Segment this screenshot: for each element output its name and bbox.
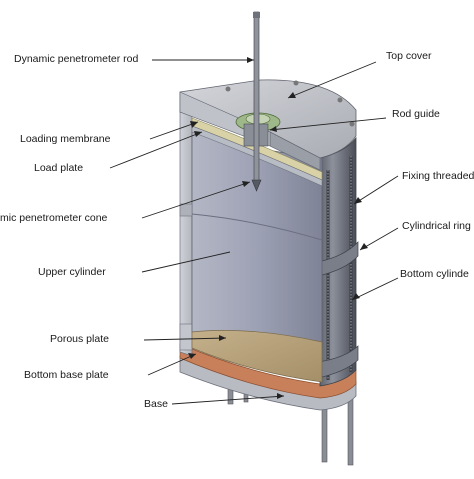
leader-rod-guide	[269, 117, 387, 131]
fixing-threaded-rods	[326, 156, 353, 380]
porous-plate	[191, 330, 323, 383]
ring-joint	[191, 213, 323, 241]
leader-base	[171, 395, 285, 405]
arrow-porous	[219, 335, 226, 341]
arrowheads	[188, 57, 368, 399]
leader-upper-cylinder	[141, 251, 231, 273]
label-bottom-cylinder: Bottom cylinde	[400, 268, 469, 280]
arrow-rod-guide	[270, 126, 277, 132]
arrow-base	[277, 393, 284, 399]
label-penetrometer-rod: Dynamic penetrometer rod	[14, 53, 139, 65]
ring-joint-cut	[179, 203, 193, 217]
leader-top-cover	[287, 61, 377, 99]
arrow-rod	[247, 57, 254, 63]
leader-porous	[143, 337, 227, 341]
label-porous-plate: Porous plate	[50, 333, 109, 345]
leader-bottom-base	[147, 353, 197, 376]
leader-cone	[141, 181, 251, 219]
cover-bolt	[225, 86, 231, 92]
arrow-load-plate	[194, 131, 202, 137]
label-fixing-threaded: Fixing threaded	[402, 170, 474, 182]
leader-fixing-threaded	[353, 175, 399, 205]
cover-bolt	[293, 80, 299, 86]
arrow-top-cover	[288, 92, 296, 98]
penetrometer-rod	[253, 11, 260, 183]
label-load-plate: Load plate	[34, 162, 84, 174]
label-top-cover: Top cover	[386, 50, 432, 62]
cylindrical-rings	[317, 241, 359, 379]
label-rod-guide: Rod guide	[392, 108, 440, 120]
lower-cut-face	[179, 323, 193, 351]
cover-bolt	[337, 97, 343, 103]
label-cylindrical-ring: Cylindrical ring	[402, 220, 471, 232]
cover-bolt	[349, 121, 355, 127]
upper-cylinder-cut-face	[179, 109, 193, 357]
arrow-cyl-ring	[360, 243, 368, 250]
arrow-fixing-threaded	[354, 197, 362, 204]
label-upper-cylinder: Upper cylinder	[38, 266, 106, 278]
label-penetrometer-cone: mic penetrometer cone	[0, 212, 108, 224]
arrow-bottom-base	[188, 353, 196, 359]
leader-load-plate	[109, 131, 203, 169]
leader-bottom-cylinder	[351, 277, 399, 301]
label-loading-membrane: Loading membrane	[20, 133, 111, 145]
label-bottom-base-plate: Bottom base plate	[24, 369, 109, 381]
penetrometer-cone	[251, 179, 262, 192]
arrow-cone	[242, 181, 250, 187]
leader-lines	[109, 59, 399, 405]
bottom-base-plate	[179, 343, 357, 399]
label-base: Base	[144, 398, 168, 410]
leader-membrane	[149, 121, 199, 140]
arrow-bottom-cylinder	[352, 293, 360, 300]
arrow-membrane	[190, 121, 198, 128]
